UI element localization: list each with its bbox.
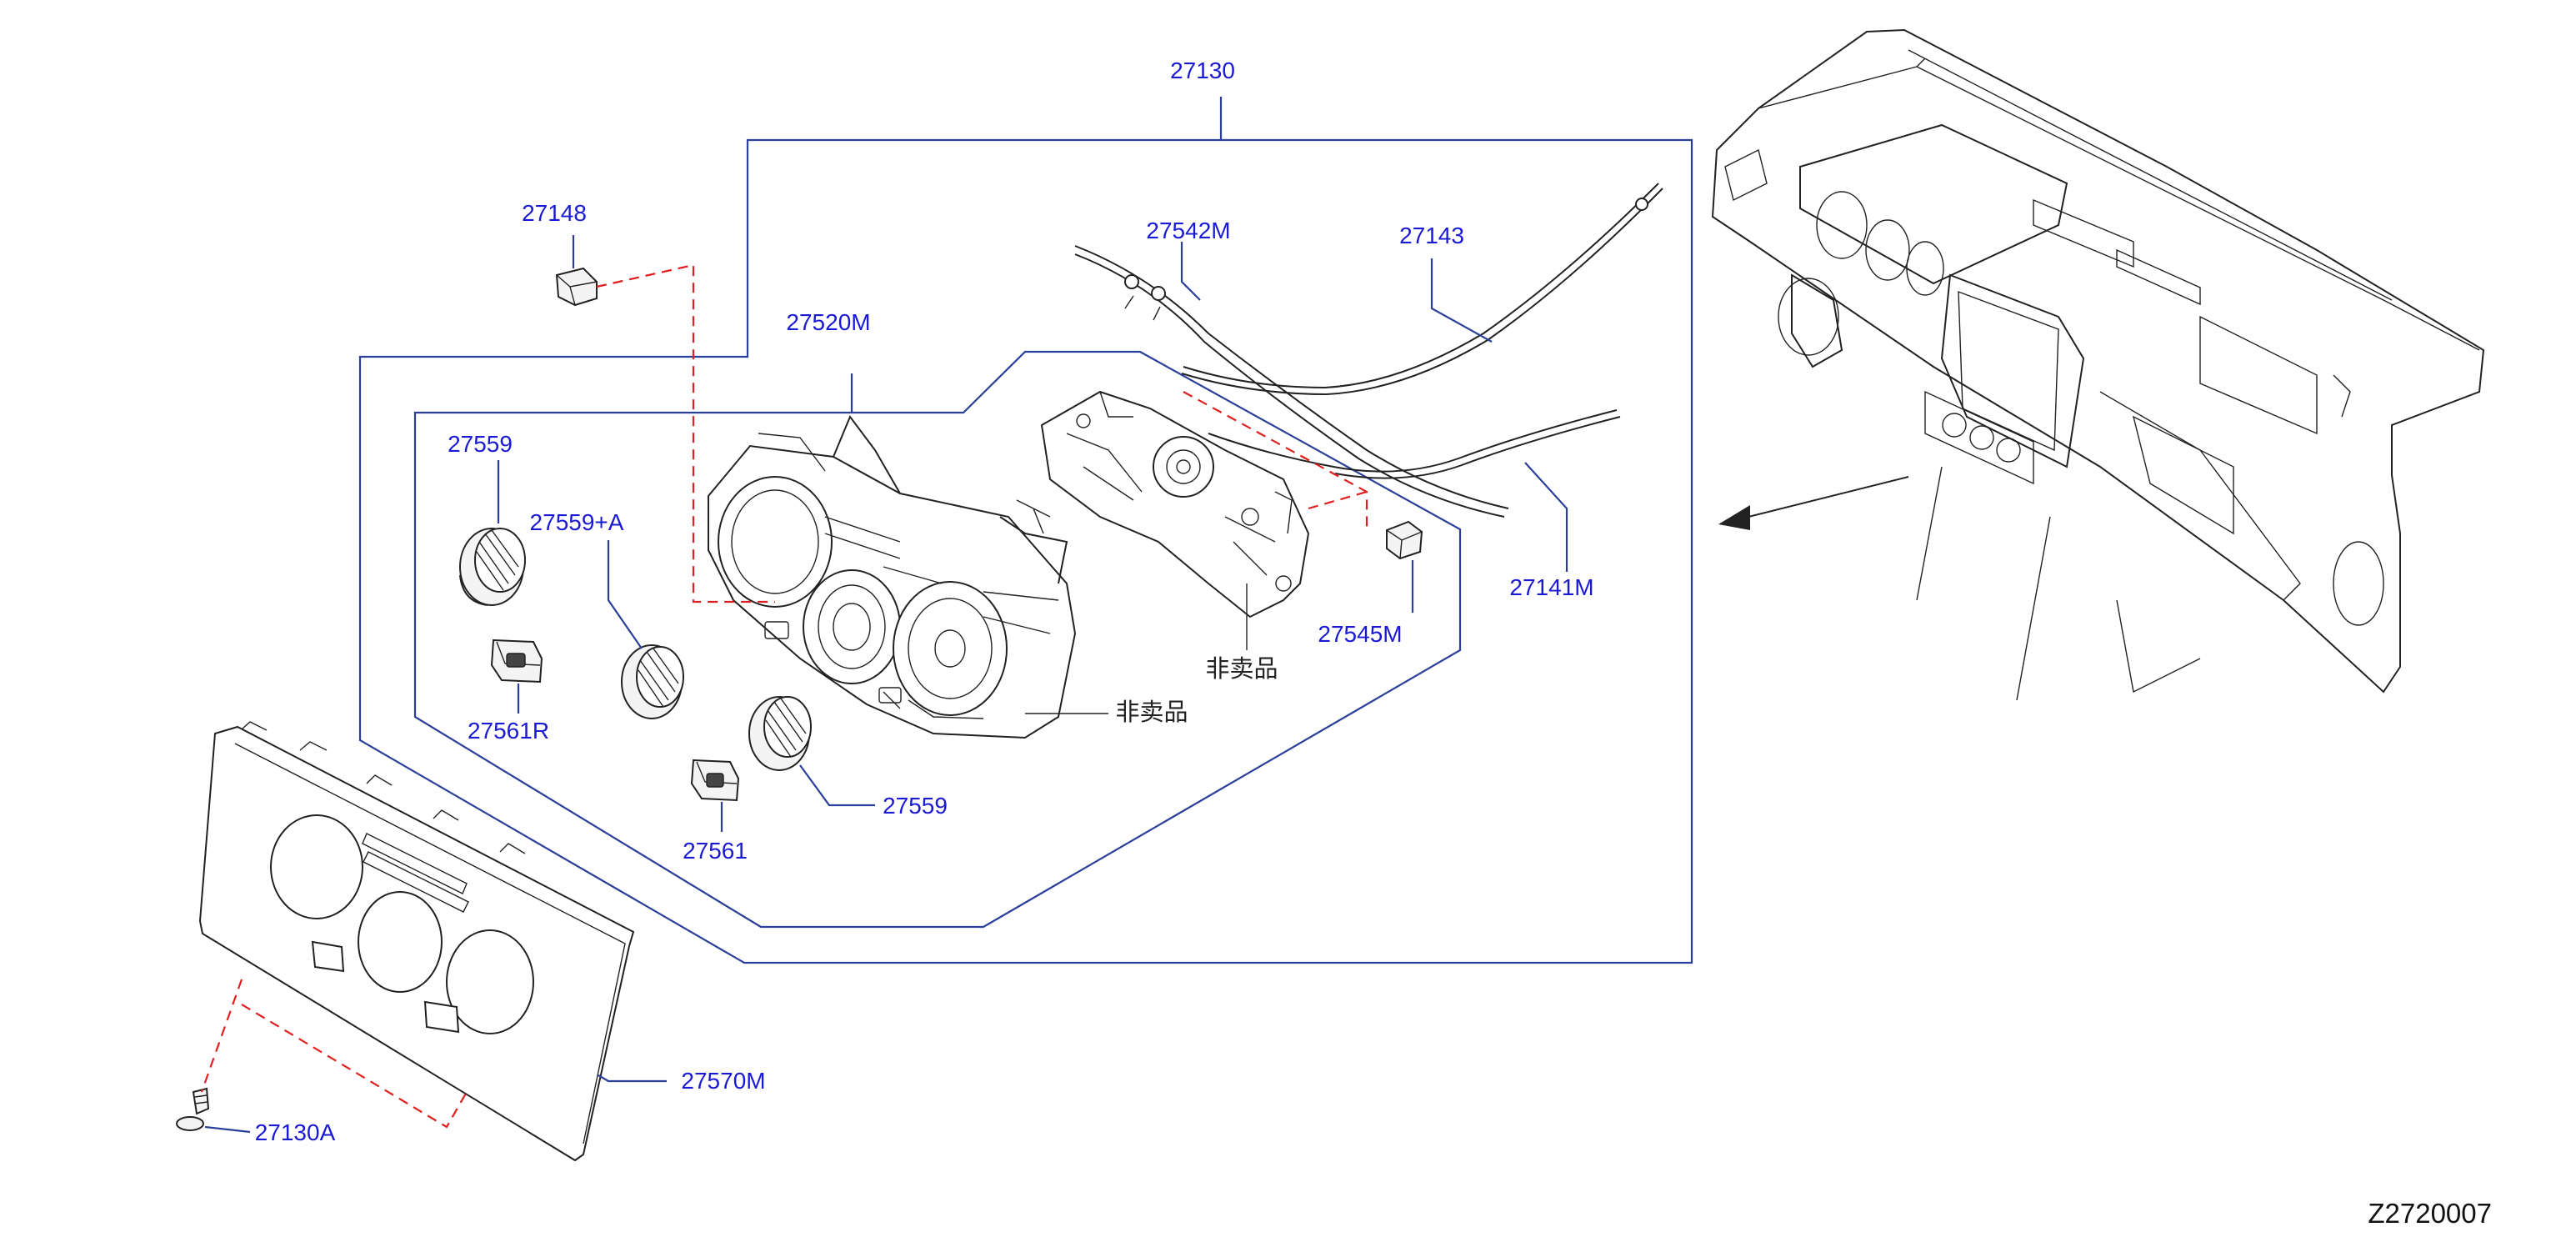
label-27148: 27148 xyxy=(522,200,587,226)
label-27130: 27130 xyxy=(1170,58,1235,83)
bulb-27148 xyxy=(555,267,598,307)
assembly-outline-27520M xyxy=(413,350,1462,929)
control-unit-housing xyxy=(708,415,1077,739)
assembly-outline-27130 xyxy=(358,97,1693,964)
label-27559-top: 27559 xyxy=(448,431,513,457)
label-27542M: 27542M xyxy=(1146,218,1230,243)
leader-lines xyxy=(204,235,1568,1134)
label-27561: 27561 xyxy=(683,838,748,864)
dashboard-view xyxy=(1711,28,2485,701)
diagram-code: Z2720007 xyxy=(2368,1198,2492,1229)
label-27559-bottom: 27559 xyxy=(883,793,948,819)
actuator-unit xyxy=(1040,390,1310,618)
label-not-sold-actuator: 非卖品 xyxy=(1205,654,1278,683)
screw-27130A xyxy=(176,1087,210,1131)
label-27130A: 27130A xyxy=(255,1119,336,1145)
label-not-sold-housing: 非卖品 xyxy=(1115,698,1188,726)
label-27545M: 27545M xyxy=(1318,621,1402,647)
finisher-panel-27570M xyxy=(198,721,635,1162)
switch-27561R xyxy=(490,639,543,684)
switch-27561 xyxy=(690,759,740,802)
knob-27559A xyxy=(621,644,684,719)
label-27141M: 27141M xyxy=(1509,574,1593,600)
cable-27141M xyxy=(1208,409,1621,479)
knob-27559-bottom xyxy=(748,696,812,771)
label-27520M: 27520M xyxy=(786,309,870,335)
assembly-dashes xyxy=(200,263,1368,1129)
cable-27143 xyxy=(1181,183,1663,396)
label-27559A: 27559+A xyxy=(530,509,624,535)
label-27143: 27143 xyxy=(1399,223,1464,248)
label-27561R: 27561R xyxy=(468,718,549,744)
label-27570M: 27570M xyxy=(681,1068,765,1094)
cable-27542M xyxy=(1074,245,1509,518)
knob-27559-top xyxy=(459,528,526,606)
bulb-27545M xyxy=(1386,520,1423,560)
location-arrow xyxy=(1718,476,1909,530)
